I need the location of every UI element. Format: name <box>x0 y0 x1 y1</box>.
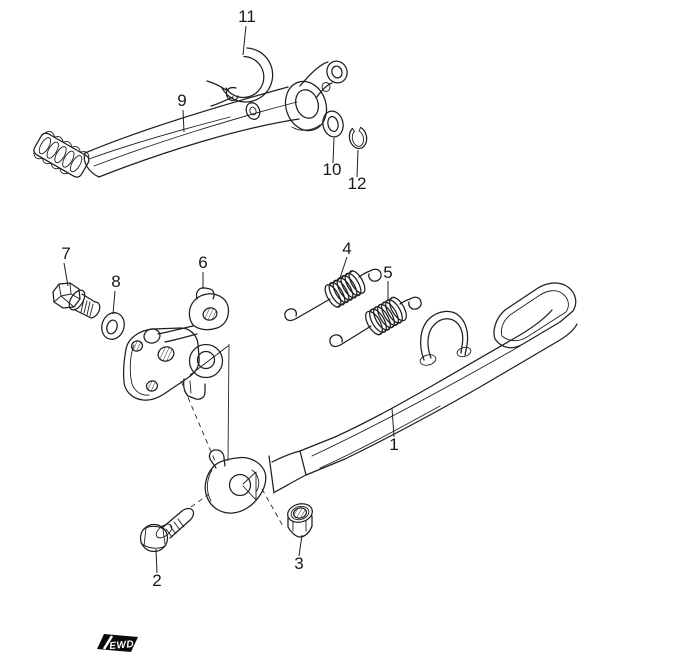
callout-label-6: 6 <box>198 253 207 272</box>
clip-spring-drawing <box>206 47 274 107</box>
washer-8-drawing <box>101 312 125 340</box>
callout-4: 4 <box>339 239 352 279</box>
bolt-2-drawing <box>139 507 195 553</box>
bolt-7-drawing <box>52 282 101 319</box>
callout-9: 9 <box>177 91 187 133</box>
spring-5-drawing <box>329 296 422 348</box>
callout-12: 12 <box>348 149 367 193</box>
callout-3: 3 <box>294 534 304 573</box>
stand-foot-loop <box>493 282 577 349</box>
callout-label-8: 8 <box>111 272 120 291</box>
pedal-pivot-boss <box>284 80 328 132</box>
callout-label-4: 4 <box>342 239 351 258</box>
callout-10: 10 <box>323 137 342 179</box>
badge-background <box>97 634 138 652</box>
callout-7: 7 <box>61 244 71 287</box>
corner-badge: EWD <box>97 634 138 652</box>
badge-label: EWD <box>109 639 135 652</box>
pedal-arm <box>84 86 289 154</box>
callout-label-3: 3 <box>294 554 303 573</box>
projection-lines <box>180 343 285 529</box>
callout-label-12: 12 <box>348 174 367 193</box>
stand-pivot <box>204 449 267 514</box>
callout-8: 8 <box>111 272 121 315</box>
callout-6: 6 <box>198 253 208 289</box>
nut-3-drawing <box>287 503 313 538</box>
callout-label-7: 7 <box>61 244 70 263</box>
callout-label-10: 10 <box>323 160 342 179</box>
pedal-clevis <box>299 60 348 99</box>
pedal-knurled-pad <box>33 131 90 178</box>
callout-label-5: 5 <box>383 263 392 282</box>
callout-label-1: 1 <box>389 435 398 454</box>
stand-u-hook <box>419 310 472 366</box>
callout-2: 2 <box>152 548 162 590</box>
callout-label-9: 9 <box>177 91 186 110</box>
callout-11: 11 <box>238 7 256 56</box>
washer-10-drawing <box>322 110 344 138</box>
callout-1: 1 <box>389 407 399 454</box>
callouts: 1 2 3 4 5 6 7 8 <box>61 7 398 590</box>
bracket-6-drawing <box>122 287 230 401</box>
callout-5: 5 <box>383 263 393 301</box>
side-stand-drawing <box>204 282 578 514</box>
callout-label-2: 2 <box>152 571 161 590</box>
pedal-arm-ring <box>245 102 261 120</box>
brake-pedal-drawing <box>33 60 348 178</box>
circlip-12-drawing <box>348 126 368 150</box>
badge-slash <box>102 635 114 650</box>
spring-4-drawing <box>284 268 382 322</box>
callout-label-11: 11 <box>238 7 256 26</box>
